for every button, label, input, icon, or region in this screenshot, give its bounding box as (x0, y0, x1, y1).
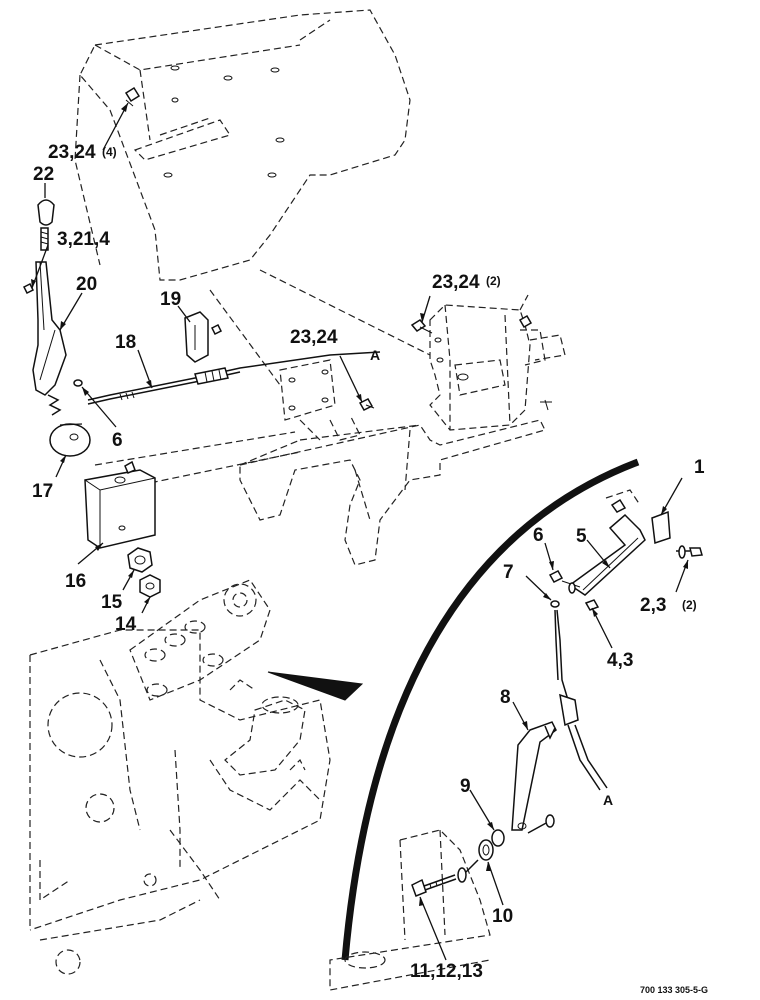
lever-arm-icon (32, 261, 67, 396)
lever-assembly (22, 199, 381, 598)
callout-23-24-right: 23,24 (432, 272, 480, 293)
bolt-icon (689, 547, 703, 557)
detail-pointer-icon (267, 671, 364, 701)
callout-19: 19 (160, 289, 181, 310)
boot-icon (49, 423, 91, 457)
callout-23-24-mid: 23,24 (290, 327, 338, 348)
callout-15: 15 (101, 592, 123, 613)
label-a-upper: A (370, 347, 380, 363)
console-screw-icon (124, 86, 141, 103)
callout-5: 5 (576, 526, 587, 547)
callout-23-24-right-qty: (2) (486, 274, 501, 288)
plate-icon (651, 510, 671, 545)
knob-icon (37, 199, 55, 226)
transmission-housing (29, 579, 331, 975)
mounting-frame (239, 294, 566, 566)
clip-icon (184, 311, 209, 363)
guide-lines (94, 269, 431, 486)
callout-10: 10 (492, 906, 513, 927)
callout-8: 8 (500, 687, 511, 708)
detail-arc (341, 458, 640, 961)
bracket-icon (568, 513, 646, 596)
console-housing (74, 9, 411, 281)
callout-22: 22 (33, 164, 54, 185)
callout-20: 20 (76, 274, 97, 295)
bushing-icon (478, 839, 494, 861)
callout-16: 16 (65, 571, 86, 592)
bracket-screw-icon (410, 319, 427, 332)
callout-18: 18 (115, 332, 136, 353)
callout-7: 7 (503, 562, 514, 583)
callout-3-21-4: 3,21,4 (57, 229, 110, 250)
label-a-lower: A (603, 792, 613, 808)
callout-6-right: 6 (533, 525, 544, 546)
nut-detail-icon (584, 599, 600, 611)
nut-icon (127, 547, 153, 573)
callout-23-24-top: 23,24 (48, 142, 96, 163)
callout-4-3: 4,3 (607, 650, 633, 671)
lever-bracket-icon (511, 721, 557, 831)
callout-9: 9 (460, 776, 471, 797)
callout-labels: 23,24 (4) 22 3,21,4 20 19 18 6 17 16 15 … (32, 142, 708, 995)
callout-11-12-13: 11,12,13 (410, 961, 483, 982)
figure-id: 700 133 305-5-G (640, 985, 708, 995)
callout-2-3: 2,3 (640, 595, 666, 616)
detail-view (329, 489, 703, 991)
cap-icon (139, 574, 161, 598)
callout-17: 17 (32, 481, 53, 502)
callout-1: 1 (694, 457, 705, 478)
callout-6-left: 6 (112, 430, 123, 451)
callout-2-3-qty: (2) (682, 598, 697, 612)
leader-arrowheads (31, 103, 688, 906)
mounting-bolt-icon (411, 878, 427, 897)
switch-box-icon (84, 469, 156, 549)
callout-14: 14 (115, 614, 137, 635)
callout-23-24-top-qty: (4) (102, 145, 117, 159)
